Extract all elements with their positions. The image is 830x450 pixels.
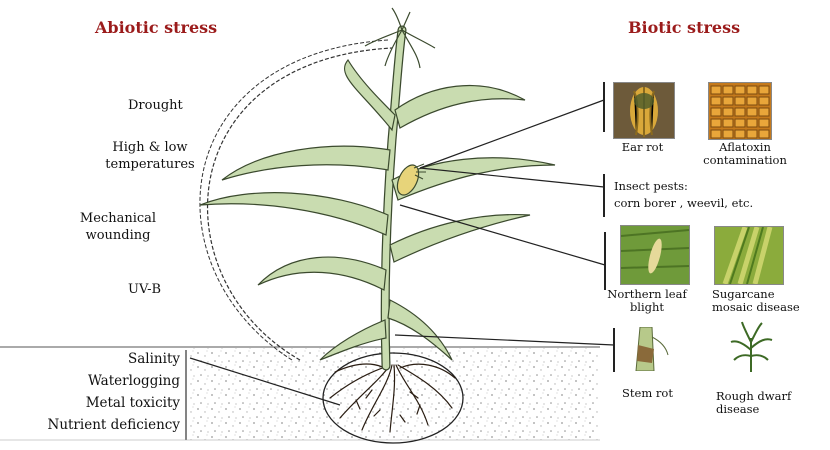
label-insect-line2: corn borer , weevil, etc.: [614, 197, 814, 210]
sugarcane-mosaic-image: [714, 226, 784, 285]
label-aflatoxin: Aflatoxin contamination: [695, 141, 795, 167]
label-northern-leaf-blight: Northern leaf blight: [592, 288, 702, 314]
stem-rot-image: [622, 327, 670, 371]
label-insect-line1: Insect pests:: [614, 180, 814, 193]
label-insect-pests: Insect pests: corn borer , weevil, etc.: [614, 180, 814, 210]
ear-rot-image: [613, 82, 675, 139]
abiotic-stress-header: Abiotic stress: [95, 18, 217, 37]
label-rough-line2: disease: [716, 403, 816, 416]
label-wounding: Mechanical wounding: [58, 210, 178, 244]
northern-leaf-blight-image: [620, 225, 690, 285]
label-sugarcane-mosaic: Sugarcane mosaic disease: [712, 288, 830, 314]
biotic-stress-header: Biotic stress: [628, 18, 740, 37]
label-stem-rot: Stem rot: [610, 387, 685, 400]
label-temperature: High & low temperatures: [85, 139, 215, 173]
label-wounding-line1: Mechanical: [58, 210, 178, 227]
label-drought: Drought: [128, 97, 183, 114]
label-aflatoxin-line2: contamination: [695, 154, 795, 167]
label-uvb: UV-B: [128, 281, 161, 298]
soil-item: Waterlogging: [5, 370, 180, 392]
soil-item: Metal toxicity: [5, 392, 180, 414]
aflatoxin-image: [708, 82, 772, 140]
label-northern-line2: blight: [592, 301, 702, 314]
label-temperature-line1: High & low: [85, 139, 215, 156]
label-sugarcane-line2: mosaic disease: [712, 301, 830, 314]
label-temperature-line2: temperatures: [85, 156, 215, 173]
label-wounding-line2: wounding: [58, 227, 178, 244]
soil-item: Salinity: [5, 348, 180, 370]
leaves: [200, 60, 555, 360]
label-ear-rot: Ear rot: [605, 141, 680, 154]
soil-stress-list: Salinity Waterlogging Metal toxicity Nut…: [5, 348, 180, 436]
soil-item: Nutrient deficiency: [5, 414, 180, 436]
label-rough-dwarf: Rough dwarf disease: [716, 390, 816, 416]
rough-dwarf-image: [728, 320, 774, 372]
